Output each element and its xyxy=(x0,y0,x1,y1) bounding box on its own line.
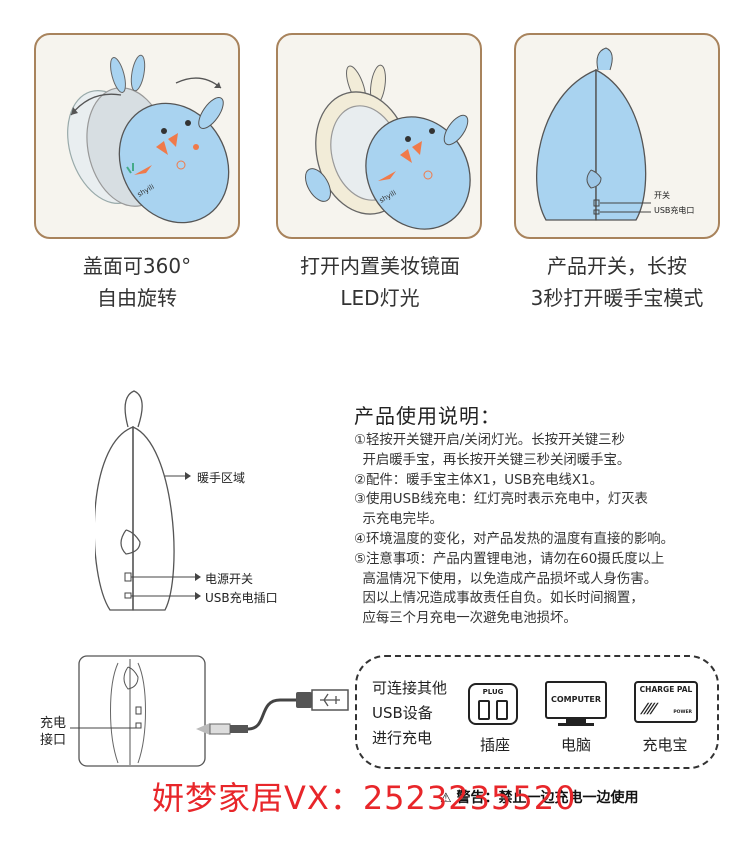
device-name-powerbank: 充电宝 xyxy=(642,736,688,754)
computer-base xyxy=(558,723,594,726)
instruction-line: 应每三个月充电一次避免电池损坏。 xyxy=(354,611,577,627)
warning-text: ⚠ 警告：禁止一边充电一边使用 xyxy=(440,787,639,807)
product-outline-diagram xyxy=(95,390,201,611)
warning-icon: ⚠ xyxy=(440,791,452,806)
instruction-line: ③使用USB线充电：红灯亮时表示充电中，灯灭表 xyxy=(354,492,648,508)
feature-card-rotate: shyili xyxy=(34,33,240,239)
caption-rotate: 盖面可360° 自由旋转 xyxy=(22,250,252,314)
power-bank-icon-subtext: POWER xyxy=(673,710,692,715)
instruction-line: 高温情况下使用，以免造成产品损坏或人身伤害。 xyxy=(354,571,658,587)
instruction-line: ⑤注意事项：产品内置锂电池，请勿在60摄氏度以上 xyxy=(354,551,665,567)
computer-icon-text: COMPUTER xyxy=(550,695,602,704)
rotating-lid-illustration: shyili xyxy=(67,54,230,224)
instructions-block: 产品使用说明： ①轻按开关键开启/关闭灯光。长按开关键三秒 开启暖手宝，再长按开… xyxy=(354,400,734,629)
caption-rotate-line1: 盖面可360° xyxy=(82,254,192,278)
warning-label: 警告：禁止一边充电一边使用 xyxy=(456,790,639,806)
instruction-line: 因以上情况造成事故责任自负。如长时间搁置， xyxy=(354,591,644,607)
instruction-line: 示充电完毕。 xyxy=(354,512,443,528)
warm-area-label: 暖手区域 xyxy=(197,471,246,485)
feature-card-mirror: shyili xyxy=(276,33,482,239)
usb-port-label: USB充电口 xyxy=(654,206,695,215)
instructions-title: 产品使用说明： xyxy=(354,404,501,428)
connect-text-line: 可连接其他 xyxy=(372,679,448,697)
feature-card-switch: 开关 USB充电口 xyxy=(514,33,720,239)
power-bank-icon-text: CHARGE PAL xyxy=(639,685,693,694)
caption-rotate-line2: 自由旋转 xyxy=(97,286,177,310)
usb-charge-port-label: USB充电插口 xyxy=(205,591,278,605)
port-pointer xyxy=(70,727,138,729)
computer-stand xyxy=(566,719,586,723)
charge-port-label-line2: 接口 xyxy=(40,733,67,748)
usb-cable-icon xyxy=(196,689,349,735)
charge-port-label-line1: 充电 xyxy=(40,716,67,731)
caption-switch-line2: 3秒打开暖手宝模式 xyxy=(530,286,704,310)
charging-options-box xyxy=(355,655,719,769)
instruction-line: ①轻按开关键开启/关闭灯光。长按开关键三秒 xyxy=(354,433,625,448)
switch-label: 开关 xyxy=(654,191,670,200)
charging-device-diagram xyxy=(78,655,206,767)
connect-text: 可连接其他 USB设备 进行充电 xyxy=(372,676,447,751)
caption-mirror-line2: LED灯光 xyxy=(340,286,420,310)
caption-switch-line1: 产品开关，长按 xyxy=(547,254,687,278)
instruction-line: 开启暖手宝，再长按开关键三秒关闭暖手宝。 xyxy=(354,452,631,468)
plug-icon-text: PLUG xyxy=(482,688,504,696)
connect-text-line: USB设备 xyxy=(372,704,433,722)
device-name-plug: 插座 xyxy=(479,736,510,754)
device-name-computer: 电脑 xyxy=(560,736,591,754)
connect-text-line: 进行充电 xyxy=(372,729,433,747)
caption-mirror-line1: 打开内置美妆镜面 xyxy=(300,254,460,278)
side-view-illustration xyxy=(536,47,651,221)
caption-mirror: 打开内置美妆镜面 LED灯光 xyxy=(265,250,495,314)
instruction-line: ④环境温度的变化，对产品发热的温度有直接的影响。 xyxy=(354,531,674,547)
power-switch-label: 电源开关 xyxy=(205,572,254,586)
caption-switch: 产品开关，长按 3秒打开暖手宝模式 xyxy=(502,250,732,314)
computer-icon: COMPUTER xyxy=(545,681,607,719)
watermark: 妍梦家居VX：2523235520 xyxy=(152,779,577,817)
instruction-line: ②配件：暖手宝主体X1，USB充电线X1。 xyxy=(354,472,603,488)
power-bank-icon: CHARGE PAL //// POWER xyxy=(634,681,698,723)
plug-icon: PLUG xyxy=(468,683,518,725)
mirror-led-illustration: shyili xyxy=(305,64,471,230)
